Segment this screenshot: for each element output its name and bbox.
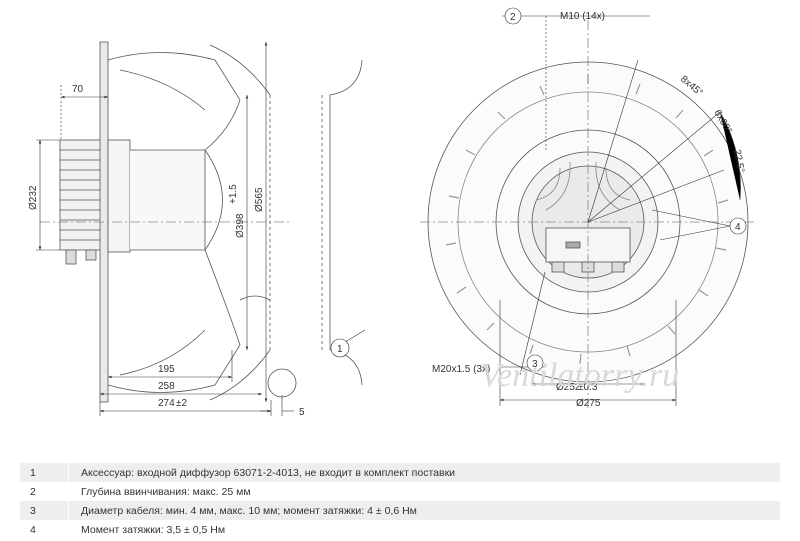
note-number: 1 <box>20 463 69 482</box>
table-row: 2 Глубина ввинчивания: макс. 25 мм <box>20 482 780 501</box>
technical-drawing: 70 Ø232 Ø398 +1.5 Ø565 195 258 274 ±2 5 … <box>28 7 756 418</box>
note-text: Глубина ввинчивания: макс. 25 мм <box>68 482 780 501</box>
note-number: 2 <box>20 482 69 501</box>
note-number: 4 <box>20 520 69 539</box>
note-text: Момент затяжки: 3,5 ± 0,5 Нм <box>68 520 780 539</box>
note-text: Аксессуар: входной диффузор 63071-2-4013… <box>68 463 780 482</box>
dim-398-tolerance: +1.5 <box>228 184 239 204</box>
inlet-diffuser <box>329 59 363 386</box>
callout-2: 2 <box>510 12 516 23</box>
thread-m20-label: M20x1.5 (3x) <box>432 364 490 375</box>
table-row: 3 Диаметр кабеля: мин. 4 мм, макс. 10 мм… <box>20 501 780 520</box>
side-view <box>40 41 363 403</box>
dim-232: Ø232 <box>28 185 39 210</box>
table-row: 1 Аксессуар: входной диффузор 63071-2-40… <box>20 463 780 482</box>
dim-252-tolerance: ±0.3 <box>578 382 598 393</box>
side-view-dimensions <box>36 42 366 416</box>
note-number: 3 <box>20 501 69 520</box>
callout-1: 1 <box>337 344 343 355</box>
front-view <box>420 20 756 410</box>
dim-274-tolerance: ±2 <box>176 398 187 409</box>
watermark: Ventilatorry.ru <box>480 357 679 394</box>
table-row: 4 Момент затяжки: 3,5 ± 0,5 Нм <box>20 520 780 539</box>
dim-195: 195 <box>158 364 175 375</box>
dim-5: 5 <box>299 407 305 418</box>
thread-m10-label: M10 (14x) <box>560 11 605 22</box>
dim-252: Ø252 <box>556 382 581 393</box>
motor-heatsink <box>59 139 103 265</box>
dim-565: Ø565 <box>254 187 265 212</box>
dim-275: Ø275 <box>576 398 601 409</box>
notes-table: 1 Аксессуар: входной диффузор 63071-2-40… <box>20 463 780 539</box>
dim-398: Ø398 <box>235 213 246 238</box>
dim-70: 70 <box>72 84 84 95</box>
front-view-dimensions <box>499 7 747 406</box>
note-text: Диаметр кабеля: мин. 4 мм, макс. 10 мм; … <box>68 501 780 520</box>
callout-4: 4 <box>735 222 741 233</box>
callout-3: 3 <box>532 359 538 370</box>
dim-274: 274 <box>158 398 175 409</box>
angle-22-5: 22.5° <box>731 149 746 174</box>
dim-258: 258 <box>158 381 175 392</box>
